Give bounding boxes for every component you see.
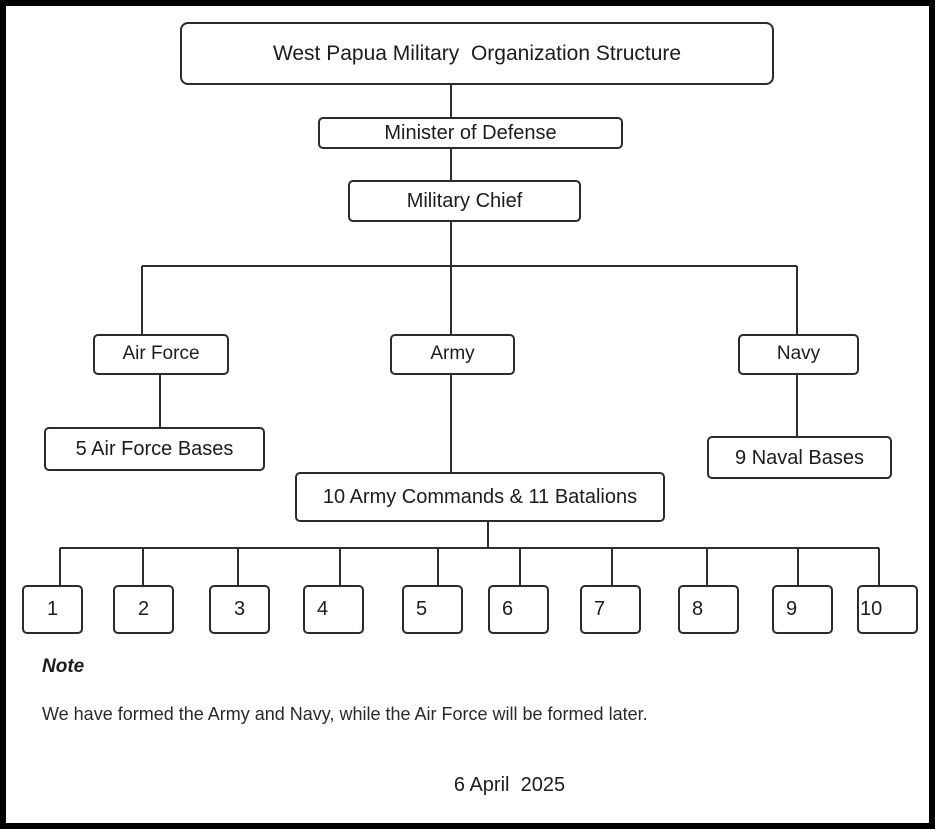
military-chief-box: Military Chief	[348, 180, 581, 222]
unit-box-4: 4	[303, 585, 364, 634]
unit-box-6: 6	[488, 585, 549, 634]
army-commands-box: 10 Army Commands & 11 Batalions	[295, 472, 665, 522]
army-box: Army	[390, 334, 515, 375]
note-heading: Note	[42, 656, 85, 677]
air-force-box: Air Force	[93, 334, 229, 375]
unit-box-7: 7	[580, 585, 641, 634]
unit-box-3: 3	[209, 585, 270, 634]
naval-bases-box: 9 Naval Bases	[707, 436, 892, 479]
note-text: We have formed the Army and Navy, while …	[42, 704, 648, 724]
unit-box-2: 2	[113, 585, 174, 634]
date-label: 6 April 2025	[453, 774, 566, 796]
minister-of-defense-box: Minister of Defense	[318, 117, 623, 149]
unit-box-9: 9	[772, 585, 833, 634]
unit-box-8: 8	[678, 585, 739, 634]
connector-lines	[59, 85, 880, 585]
air-force-bases-box: 5 Air Force Bases	[44, 427, 265, 471]
title-box: West Papua Military Organization Structu…	[180, 22, 774, 85]
navy-box: Navy	[738, 334, 859, 375]
unit-box-5: 5	[402, 585, 463, 634]
unit-box-1: 1	[22, 585, 83, 634]
unit-box-10: 10	[857, 585, 918, 634]
